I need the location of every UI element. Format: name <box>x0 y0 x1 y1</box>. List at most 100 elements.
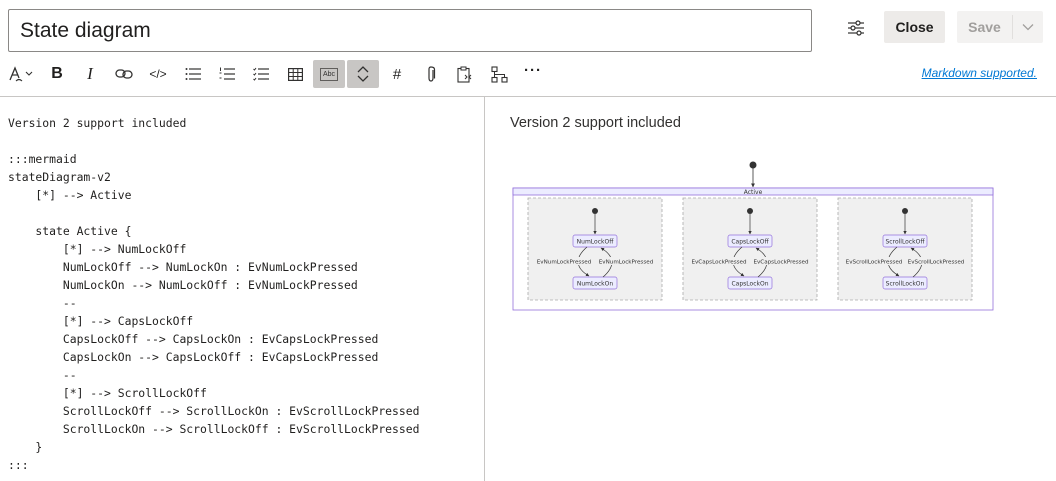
transition-label-bg <box>599 257 653 265</box>
editor-line: CapsLockOff --> CapsLockOn : EvCapsLockP… <box>8 332 379 346</box>
state-node-off <box>727 234 773 248</box>
highlight-icon: Abc <box>319 67 339 81</box>
state-node-on <box>727 276 773 290</box>
state-node-off-label: NumLockOff <box>577 239 615 246</box>
transition-label-bg <box>909 257 963 265</box>
editor-line: state Active { <box>8 224 132 238</box>
attachment-button[interactable] <box>416 60 446 88</box>
diagram-button[interactable] <box>484 60 514 88</box>
save-button[interactable]: Save <box>957 11 1012 43</box>
transition-label-bg <box>847 257 901 265</box>
close-button-label: Close <box>895 19 934 35</box>
table-button[interactable] <box>280 60 310 88</box>
save-button-label: Save <box>968 19 1001 35</box>
region-start-state <box>747 208 753 214</box>
transition-label-left: EvNumLockPressed <box>537 260 592 266</box>
state-node-on <box>572 276 618 290</box>
transition-label-bg <box>692 257 746 265</box>
chevron-down-icon <box>1022 24 1034 31</box>
region-start-state <box>592 208 598 214</box>
editor-line <box>8 132 478 150</box>
state-node-off <box>882 234 928 248</box>
transition-label-right: EvNumLockPressed <box>599 260 654 266</box>
attachment-icon <box>428 65 436 82</box>
editor-line: } <box>8 440 43 454</box>
editor-line: ::: <box>8 458 29 472</box>
checklist-icon <box>253 67 269 81</box>
editor-line: ScrollLockOff --> ScrollLockOn : EvScrol… <box>8 404 420 418</box>
composite-state-header <box>512 187 994 196</box>
clipboard-code-icon <box>457 66 472 83</box>
formatting-toolbar: B I </> <box>0 60 1056 90</box>
state-node-on-label: NumLockOn <box>577 281 614 288</box>
editor-line: ScrollLockOn --> ScrollLockOff : EvScrol… <box>8 422 420 436</box>
editor-line: [*] --> NumLockOff <box>8 242 187 256</box>
transition-label-left: EvScrollLockPressed <box>846 260 903 266</box>
transition-label-bg <box>537 257 591 265</box>
heading-icon: # <box>392 65 402 83</box>
text-format-button[interactable] <box>5 60 39 88</box>
state-node-on-label: ScrollLockOn <box>886 281 925 288</box>
save-button-group: Save <box>957 11 1043 43</box>
start-state <box>749 161 757 169</box>
editor-line: -- <box>8 296 77 310</box>
table-icon <box>287 67 303 81</box>
code-button[interactable]: </> <box>143 60 173 88</box>
expand-button[interactable] <box>347 60 379 88</box>
save-split-divider <box>1012 15 1013 39</box>
state-node-off <box>572 234 618 248</box>
preview-paragraph: Version 2 support included <box>510 115 681 131</box>
more-options-button[interactable]: ··· <box>518 56 548 84</box>
link-button[interactable] <box>109 60 139 88</box>
link-icon <box>115 69 133 79</box>
editor-line: :::mermaid <box>8 152 77 166</box>
bulleted-list-icon <box>185 68 201 80</box>
transition-label-right: EvCapsLockPressed <box>753 260 809 266</box>
clipboard-code-button[interactable] <box>450 60 480 88</box>
transition-label-right: EvScrollLockPressed <box>908 260 965 266</box>
bold-icon: B <box>51 65 63 82</box>
italic-button[interactable]: I <box>75 60 105 88</box>
page-title: State diagram <box>20 18 151 42</box>
title-input[interactable]: State diagram <box>8 9 812 52</box>
bulleted-list-button[interactable] <box>178 60 208 88</box>
more-icon: ··· <box>524 61 542 79</box>
text-format-icon <box>9 66 33 82</box>
composite-state-label: Active <box>744 189 763 196</box>
numbered-list-icon <box>219 67 235 80</box>
numbered-list-button[interactable] <box>212 60 242 88</box>
bold-button[interactable]: B <box>42 60 72 88</box>
editor-line <box>8 204 478 222</box>
sliders-icon <box>848 20 864 36</box>
highlight-button[interactable]: Abc <box>313 60 345 88</box>
diagram-icon <box>490 65 508 83</box>
transition-label-bg <box>754 257 808 265</box>
state-node-on <box>882 276 928 290</box>
state-node-off-label: CapsLockOff <box>731 239 769 246</box>
transition-label-left: EvCapsLockPressed <box>691 260 747 266</box>
toolbar-divider <box>0 96 1056 97</box>
editor-line: CapsLockOn --> CapsLockOff : EvCapsLockP… <box>8 350 379 364</box>
editor-line: [*] --> Active <box>8 188 132 202</box>
italic-icon: I <box>87 64 93 83</box>
editor-line: [*] --> ScrollLockOff <box>8 386 207 400</box>
expand-icon <box>357 66 369 82</box>
region-start-state <box>902 208 908 214</box>
settings-button[interactable] <box>840 14 872 42</box>
markdown-supported-link[interactable]: Markdown supported. <box>921 66 1037 80</box>
editor-line: Version 2 support included <box>8 116 187 130</box>
editor-line: NumLockOn --> NumLockOff : EvNumLockPres… <box>8 278 358 292</box>
pane-divider[interactable] <box>484 97 485 481</box>
editor-line: stateDiagram-v2 <box>8 170 111 184</box>
code-icon: </> <box>149 67 167 81</box>
state-node-on-label: CapsLockOn <box>731 281 768 288</box>
editor-line: -- <box>8 368 77 382</box>
close-button[interactable]: Close <box>884 11 945 43</box>
heading-button[interactable]: # <box>382 60 412 88</box>
state-node-off-label: ScrollLockOff <box>886 239 926 246</box>
save-options-button[interactable] <box>1013 11 1043 43</box>
checklist-button[interactable] <box>246 60 276 88</box>
editor-line: NumLockOff --> NumLockOn : EvNumLockPres… <box>8 260 358 274</box>
editor-line: [*] --> CapsLockOff <box>8 314 194 328</box>
